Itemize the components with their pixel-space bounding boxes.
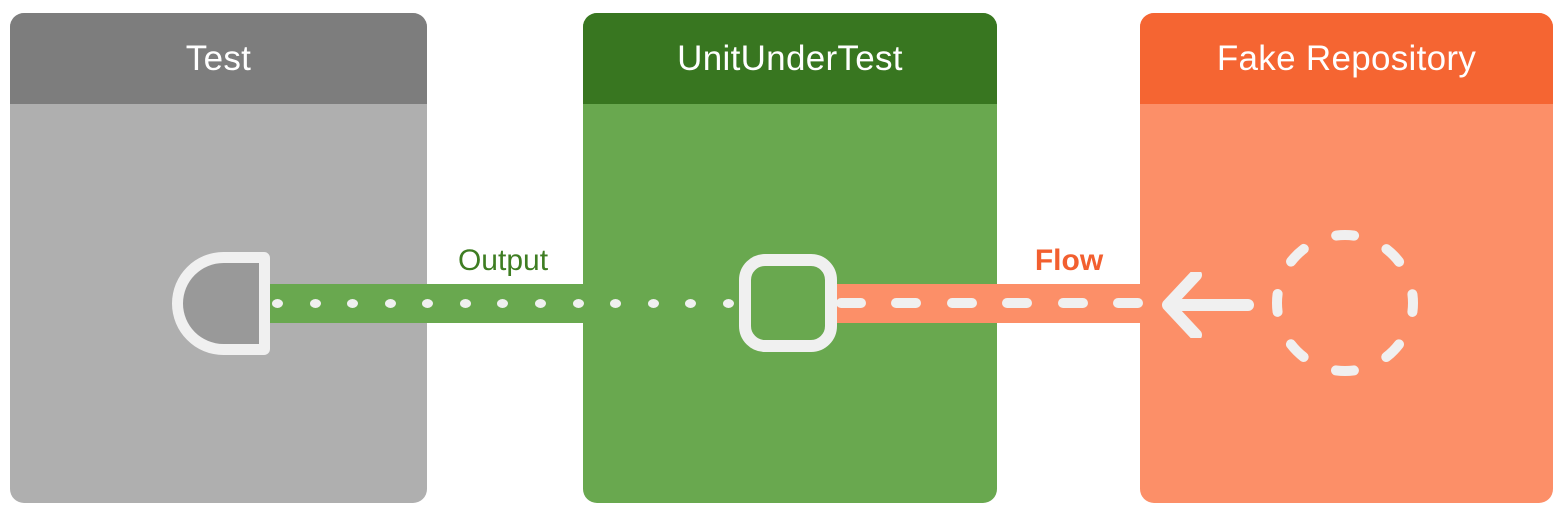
dot [610,299,622,308]
output-connection-dots [272,299,734,308]
arrow-left-icon [1162,272,1254,338]
box-unit-under-test: UnitUnderTest [583,13,997,503]
dot [309,299,321,308]
dot [572,299,584,308]
box-unit-under-test-title: UnitUnderTest [677,38,903,78]
flow-connection-line [837,284,1143,323]
collector-icon [172,252,270,355]
dot [535,299,547,308]
box-test-header: Test [10,13,427,104]
dash [1112,298,1143,308]
box-fake-repository: Fake Repository [1140,13,1553,503]
dash [1002,298,1033,308]
output-label: Output [457,244,549,277]
dashed-circle-icon [1272,230,1418,376]
box-fake-repository-title: Fake Repository [1216,38,1477,78]
box-fake-repository-header: Fake Repository [1140,13,1553,104]
flow-operator-square-icon [739,254,837,352]
dot [497,299,509,308]
box-test: Test [10,13,427,503]
dash [891,298,922,308]
dot [459,299,471,308]
dash [946,298,977,308]
flow-connection-dashes [836,298,1143,308]
dot [347,299,359,308]
dash [1057,298,1088,308]
dot [647,299,659,308]
box-test-title: Test [185,38,252,78]
flow-label: Flow [1034,244,1104,277]
dot [384,299,396,308]
box-unit-under-test-header: UnitUnderTest [583,13,997,104]
dot [722,299,734,308]
dot [422,299,434,308]
dot [272,299,283,308]
dot [685,299,697,308]
dash [836,298,866,308]
